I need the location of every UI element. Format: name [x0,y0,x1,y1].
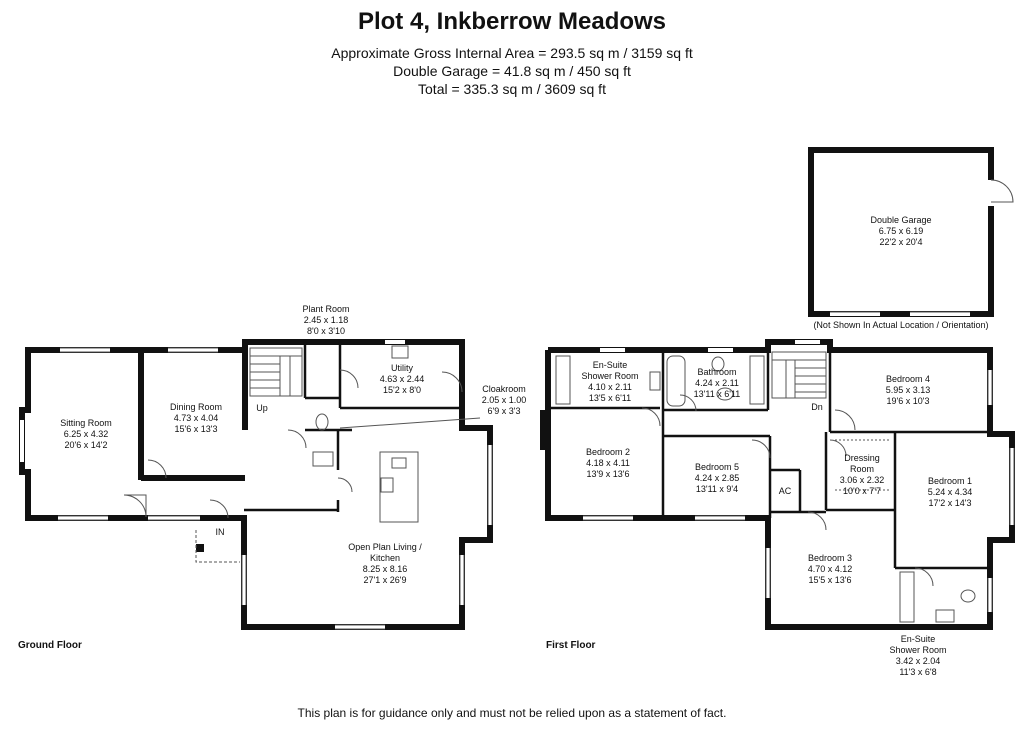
gross-area-line: Approximate Gross Internal Area = 293.5 … [331,45,693,61]
ground-floor-label: Ground Floor [18,640,82,651]
utility-imperial: 15'2 x 8'0 [383,385,421,395]
cloakroom-imperial: 6'9 x 3'3 [488,406,521,416]
garage-metric: 6.75 x 6.19 [879,226,924,236]
sitting-room-name: Sitting Room [60,418,112,428]
disclaimer: This plan is for guidance only and must … [297,706,727,720]
bathroom-name: Bathroom [697,367,736,377]
entrance-label: IN [216,527,225,537]
ensuite-bottom-imperial: 11'3 x 6'8 [899,667,936,677]
bedroom4-metric: 5.95 x 3.13 [886,385,931,395]
utility-metric: 4.63 x 2.44 [380,374,425,384]
ensuite-top-imperial: 13'5 x 6'11 [589,393,631,403]
plant-room-name: Plant Room [302,304,349,314]
kitchen-island [379,451,419,523]
cloak-wc [315,413,329,431]
garage-outer-wall [808,147,994,317]
door-sitting [123,494,147,518]
bedroom3-metric: 4.70 x 4.12 [808,564,853,574]
dining-room-name: Dining Room [170,402,222,412]
dressing-metric: 3.06 x 2.32 [840,475,885,485]
bedroom5-imperial: 13'11 x 9'4 [696,484,738,494]
sitting-room-metric: 6.25 x 4.32 [64,429,109,439]
first-floor-label: First Floor [546,640,596,651]
bedroom1-name: Bedroom 1 [928,476,972,486]
dining-room-imperial: 15'6 x 13'3 [175,424,218,434]
door-cloak [287,429,307,449]
bedroom4-imperial: 19'6 x 10'3 [887,396,930,406]
door-dining [147,459,167,479]
living-kitchen-name-2: Kitchen [370,553,400,563]
total-area-line: Total = 335.3 sq m / 3609 sq ft [418,81,606,97]
door-bed2 [641,407,661,427]
bedroom2-metric: 4.18 x 4.11 [586,458,630,468]
plan-title: Plot 4, Inkberrow Meadows [357,8,667,35]
dining-room-metric: 4.73 x 4.04 [174,413,219,423]
living-kitchen-imperial: 27'1 x 26'9 [364,575,407,585]
bathroom-metric: 4.24 x 2.11 [695,378,739,388]
ensuite-bottom-name-2: Shower Room [889,645,946,655]
first-floor-plan [540,339,1015,630]
door-utility [339,369,359,389]
bedroom3-name: Bedroom 3 [808,553,852,563]
ensuite-top-name-2: Shower Room [581,371,638,381]
bedroom5-metric: 4.24 x 2.85 [695,473,740,483]
door-dressing [829,439,847,457]
sitting-room-imperial: 20'6 x 14'2 [65,440,108,450]
first-floor-stairs [771,351,827,399]
cloakroom-metric: 2.05 x 1.00 [482,395,527,405]
dressing-name-2: Room [850,464,874,474]
utility-name: Utility [391,363,413,373]
dressing-imperial: 10'0 x 7'7 [843,486,881,496]
plant-room-imperial: 8'0 x 3'10 [307,326,345,336]
plant-room-metric: 2.45 x 1.18 [304,315,349,325]
door-bed3 [807,511,827,531]
living-kitchen-metric: 8.25 x 8.16 [363,564,408,574]
bedroom2-imperial: 13'9 x 13'6 [587,469,630,479]
garage-side-door [990,179,1014,203]
door-bed5 [751,439,771,459]
utility-sink [391,345,409,359]
ensuite-bottom-name-1: En-Suite [901,634,936,644]
ensuite-bottom-metric: 3.42 x 2.04 [896,656,941,666]
bedroom2-name: Bedroom 2 [586,447,630,457]
bedroom1-metric: 5.24 x 4.34 [928,487,973,497]
bedroom5-name: Bedroom 5 [695,462,739,472]
bathroom-bath [666,355,686,407]
dressing-name-1: Dressing [844,453,880,463]
ensuite-top-name-1: En-Suite [593,360,628,370]
garage-area-line: Double Garage = 41.8 sq m / 450 sq ft [393,63,631,79]
ground-floor-plan [19,339,493,630]
cloak-basin [312,451,334,467]
ensuite-top-metric: 4.10 x 2.11 [588,382,632,392]
ac-label: AC [779,486,792,496]
garage-note: (Not Shown In Actual Location / Orientat… [813,320,988,330]
ground-floor-outer-wall [19,339,493,630]
door-ensuite2 [914,567,934,587]
living-kitchen-name-1: Open Plan Living / [348,542,422,552]
garage-imperial: 22'2 x 20'4 [880,237,923,247]
door-kitchen [337,477,353,493]
ensuite-shower [555,355,571,405]
ground-stairs [249,347,303,397]
door-utility-ext [441,371,463,393]
ground-stairs-up-label: Up [256,403,268,413]
bedroom4-name: Bedroom 4 [886,374,930,384]
double-garage-plan [808,147,1014,317]
entrance-marker [196,544,204,552]
bedroom1-imperial: 17'2 x 14'3 [929,498,972,508]
garage-name: Double Garage [870,215,931,225]
door-bed4 [834,409,856,431]
ensuite2-shower [899,571,915,623]
first-stairs-down-label: Dn [811,402,823,412]
door-bathroom [679,394,697,412]
door-front [209,499,229,519]
cloakroom-name: Cloakroom [482,384,526,394]
bathroom-imperial: 13'11 x 6'11 [694,389,741,399]
bedroom3-imperial: 15'5 x 13'6 [809,575,852,585]
